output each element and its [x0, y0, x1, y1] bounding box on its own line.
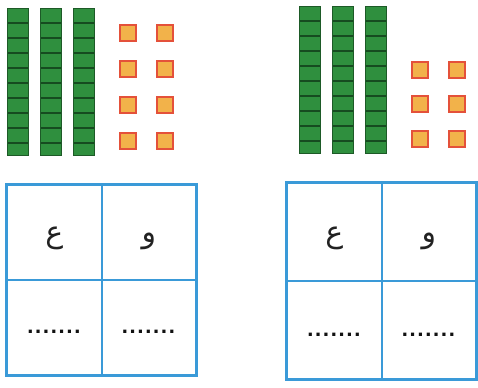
unit-square [411, 130, 429, 148]
tens-rod [332, 6, 354, 154]
tens-header: ع [287, 183, 382, 281]
tens-header: ع [7, 185, 102, 280]
tens-rod [73, 8, 95, 156]
unit-square [119, 96, 137, 114]
units-header: و [101, 185, 196, 280]
unit-square [119, 132, 137, 150]
units-answer-blank[interactable]: ....... [101, 280, 196, 375]
unit-square [411, 61, 429, 79]
right-exercise: ع و ....... ....... [240, 0, 478, 388]
right-place-value-table: ع و ....... ....... [285, 181, 478, 381]
tens-answer-dots: ....... [306, 319, 362, 341]
left-exercise: ع و ....... ....... [0, 0, 235, 388]
units-answer-blank[interactable]: ....... [381, 281, 476, 379]
unit-square [448, 95, 466, 113]
units-answer-dots: ....... [121, 317, 177, 338]
tens-answer-blank[interactable]: ....... [287, 281, 382, 379]
tens-rod [365, 6, 387, 154]
unit-square [448, 61, 466, 79]
tens-rod [7, 8, 29, 156]
unit-square [411, 95, 429, 113]
unit-square [156, 24, 174, 42]
unit-square [156, 132, 174, 150]
tens-rod [40, 8, 62, 156]
tens-rod [299, 6, 321, 154]
units-header: و [381, 183, 476, 281]
unit-square [119, 24, 137, 42]
unit-square [156, 60, 174, 78]
unit-square [156, 96, 174, 114]
tens-answer-dots: ....... [26, 317, 82, 338]
units-answer-dots: ....... [401, 319, 457, 341]
tens-answer-blank[interactable]: ....... [7, 280, 102, 375]
unit-square [448, 130, 466, 148]
left-place-value-table: ع و ....... ....... [5, 183, 198, 377]
unit-square [119, 60, 137, 78]
